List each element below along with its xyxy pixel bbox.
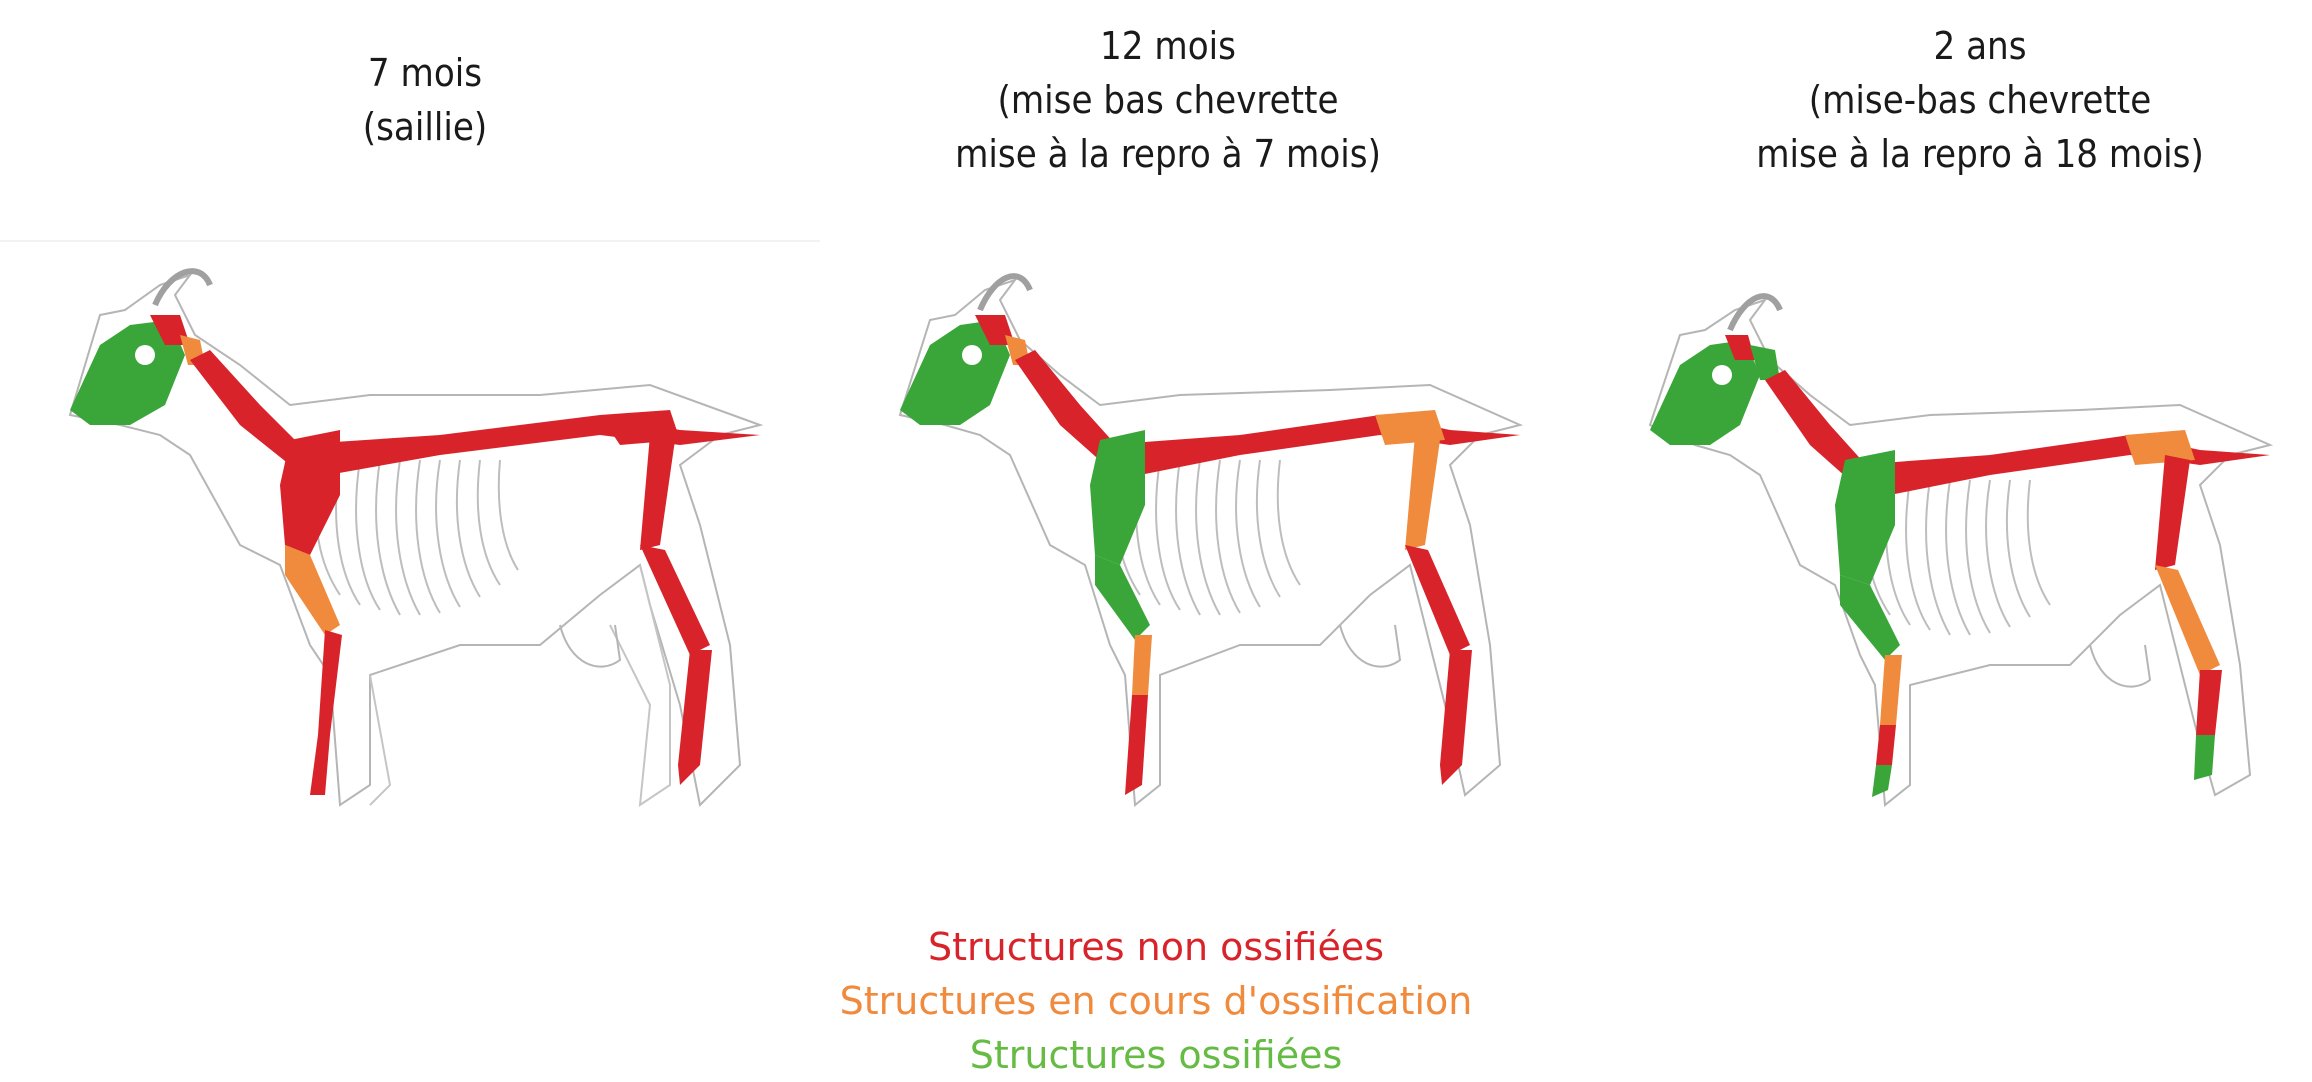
hind-cannon: [678, 650, 712, 785]
legend-non-ossified: Structures non ossifiées: [756, 920, 1556, 974]
humerus: [285, 545, 340, 635]
spine: [290, 415, 760, 480]
hind-cannon: [2196, 670, 2222, 735]
goat-skeleton-7-mois: [40, 265, 800, 825]
eye-socket: [135, 345, 155, 365]
legend: Structures non ossifiées Structures en c…: [756, 920, 1556, 1082]
tibia: [640, 545, 710, 655]
humerus: [1840, 575, 1900, 660]
legend-ossified: Structures ossifiées: [756, 1028, 1556, 1082]
radius: [1132, 635, 1152, 695]
title-line: 12 mois: [868, 19, 1468, 73]
radius: [1880, 655, 1902, 725]
scapula: [280, 430, 340, 555]
femur: [640, 435, 675, 550]
title-line: mise à la repro à 7 mois): [868, 127, 1468, 181]
front-leg-outline: [370, 675, 390, 805]
udder: [2090, 645, 2150, 687]
legend-ossifying: Structures en cours d'ossification: [756, 974, 1556, 1028]
panel-title-2-ans: 2 ans (mise-bas chevrette mise à la repr…: [1680, 19, 2280, 181]
tibia: [1405, 545, 1470, 655]
hind-hoof-bones: [2194, 735, 2215, 780]
femur: [1405, 435, 1440, 550]
scapula: [1835, 450, 1895, 585]
femur: [2155, 455, 2190, 570]
title-line: 7 mois: [225, 46, 625, 100]
hind-cannon: [1440, 650, 1472, 785]
hind-leg-outline: [610, 565, 670, 805]
panel-title-12-mois: 12 mois (mise bas chevrette mise à la re…: [868, 19, 1468, 181]
udder: [560, 625, 620, 667]
eye-socket: [1712, 365, 1732, 385]
rib-cage: [316, 460, 518, 615]
separator-line: [0, 240, 820, 242]
front-hoof-bones: [1872, 765, 1892, 797]
title-line: mise à la repro à 18 mois): [1680, 127, 2280, 181]
title-line: 2 ans: [1680, 19, 2280, 73]
udder: [1340, 625, 1400, 667]
scapula: [1090, 430, 1145, 565]
title-line: (saillie): [225, 100, 625, 154]
panel-title-7-mois: 7 mois (saillie): [225, 46, 625, 154]
goat-skeleton-12-mois: [880, 265, 1540, 825]
horn: [155, 271, 210, 305]
eye-socket: [962, 345, 982, 365]
tibia: [2155, 565, 2220, 675]
spine: [1105, 415, 1520, 480]
humerus: [1095, 555, 1150, 640]
title-line: (mise bas chevrette: [868, 73, 1468, 127]
goat-skeleton-2-ans: [1630, 265, 2290, 825]
spine: [1855, 435, 2270, 500]
title-line: (mise-bas chevrette: [1680, 73, 2280, 127]
